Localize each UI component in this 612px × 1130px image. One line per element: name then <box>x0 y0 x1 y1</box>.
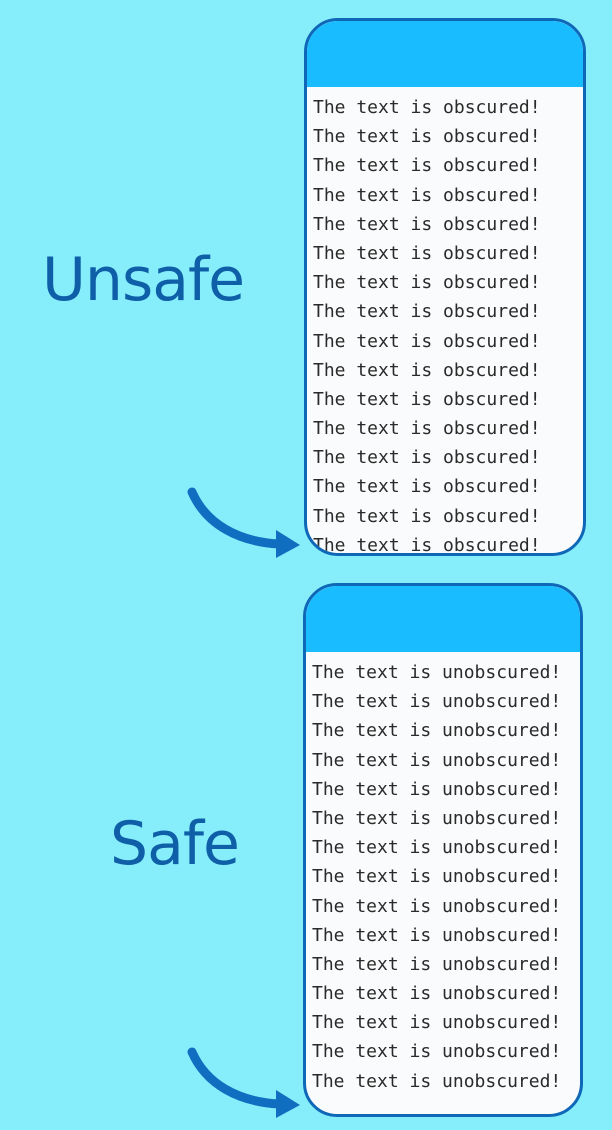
unsafe-phone-header <box>307 21 583 87</box>
unsafe-text-line: The text is obscured! <box>313 447 541 469</box>
safe-text-line: The text is unobscured! <box>312 837 562 859</box>
safe-phone-panel: The text is unobscured! The text is unob… <box>303 583 583 1117</box>
safe-label: Safe <box>110 809 240 879</box>
unsafe-text-line: The text is obscured! <box>313 359 541 381</box>
safe-text-line: The text is unobscured! <box>312 1012 562 1034</box>
safe-text-line: The text is unobscured! <box>312 924 562 946</box>
safe-text-line: The text is unobscured! <box>312 1041 562 1063</box>
unsafe-text-line: The text is obscured! <box>313 476 541 498</box>
safe-text-line: The text is unobscured! <box>312 720 562 742</box>
safe-text-line: The text is unobscured! <box>312 778 562 800</box>
unsafe-text-line: The text is obscured! <box>313 534 541 556</box>
safe-text-line: The text is unobscured! <box>312 1070 562 1092</box>
safe-text-line: The text is unobscured! <box>312 953 562 975</box>
unsafe-label: Unsafe <box>42 245 245 315</box>
unsafe-text-line: The text is obscured! <box>313 418 541 440</box>
unsafe-text-line: The text is obscured! <box>313 155 541 177</box>
safe-text-list: The text is unobscured! The text is unob… <box>312 658 561 1096</box>
safe-text-line: The text is unobscured! <box>312 895 562 917</box>
unsafe-phone-panel: The text is obscured! The text is obscur… <box>304 18 586 556</box>
unsafe-text-line: The text is obscured! <box>313 242 541 264</box>
unsafe-text-line: The text is obscured! <box>313 388 541 410</box>
safe-text-line: The text is unobscured! <box>312 866 562 888</box>
unsafe-text-line: The text is obscured! <box>313 97 541 118</box>
unsafe-text-line: The text is obscured! <box>313 301 541 323</box>
unsafe-text-line: The text is obscured! <box>313 184 541 206</box>
safe-phone-header <box>306 586 580 652</box>
curved-arrow-icon <box>187 487 300 558</box>
safe-text-line: The text is unobscured! <box>312 807 562 829</box>
unsafe-text-line: The text is obscured! <box>313 213 541 235</box>
safe-text-line: The text is unobscured! <box>312 749 562 771</box>
unsafe-text-line: The text is obscured! <box>313 126 541 148</box>
safe-text-line: The text is unobscured! <box>312 691 562 713</box>
unsafe-text-list: The text is obscured! The text is obscur… <box>313 93 541 556</box>
unsafe-text-line: The text is obscured! <box>313 272 541 294</box>
curved-arrow-icon <box>187 1047 300 1118</box>
safe-text-line: The text is unobscured! <box>312 983 562 1005</box>
safe-text-line: The text is unobscured! <box>312 662 562 683</box>
unsafe-text-line: The text is obscured! <box>313 330 541 352</box>
unsafe-text-line: The text is obscured! <box>313 505 541 527</box>
